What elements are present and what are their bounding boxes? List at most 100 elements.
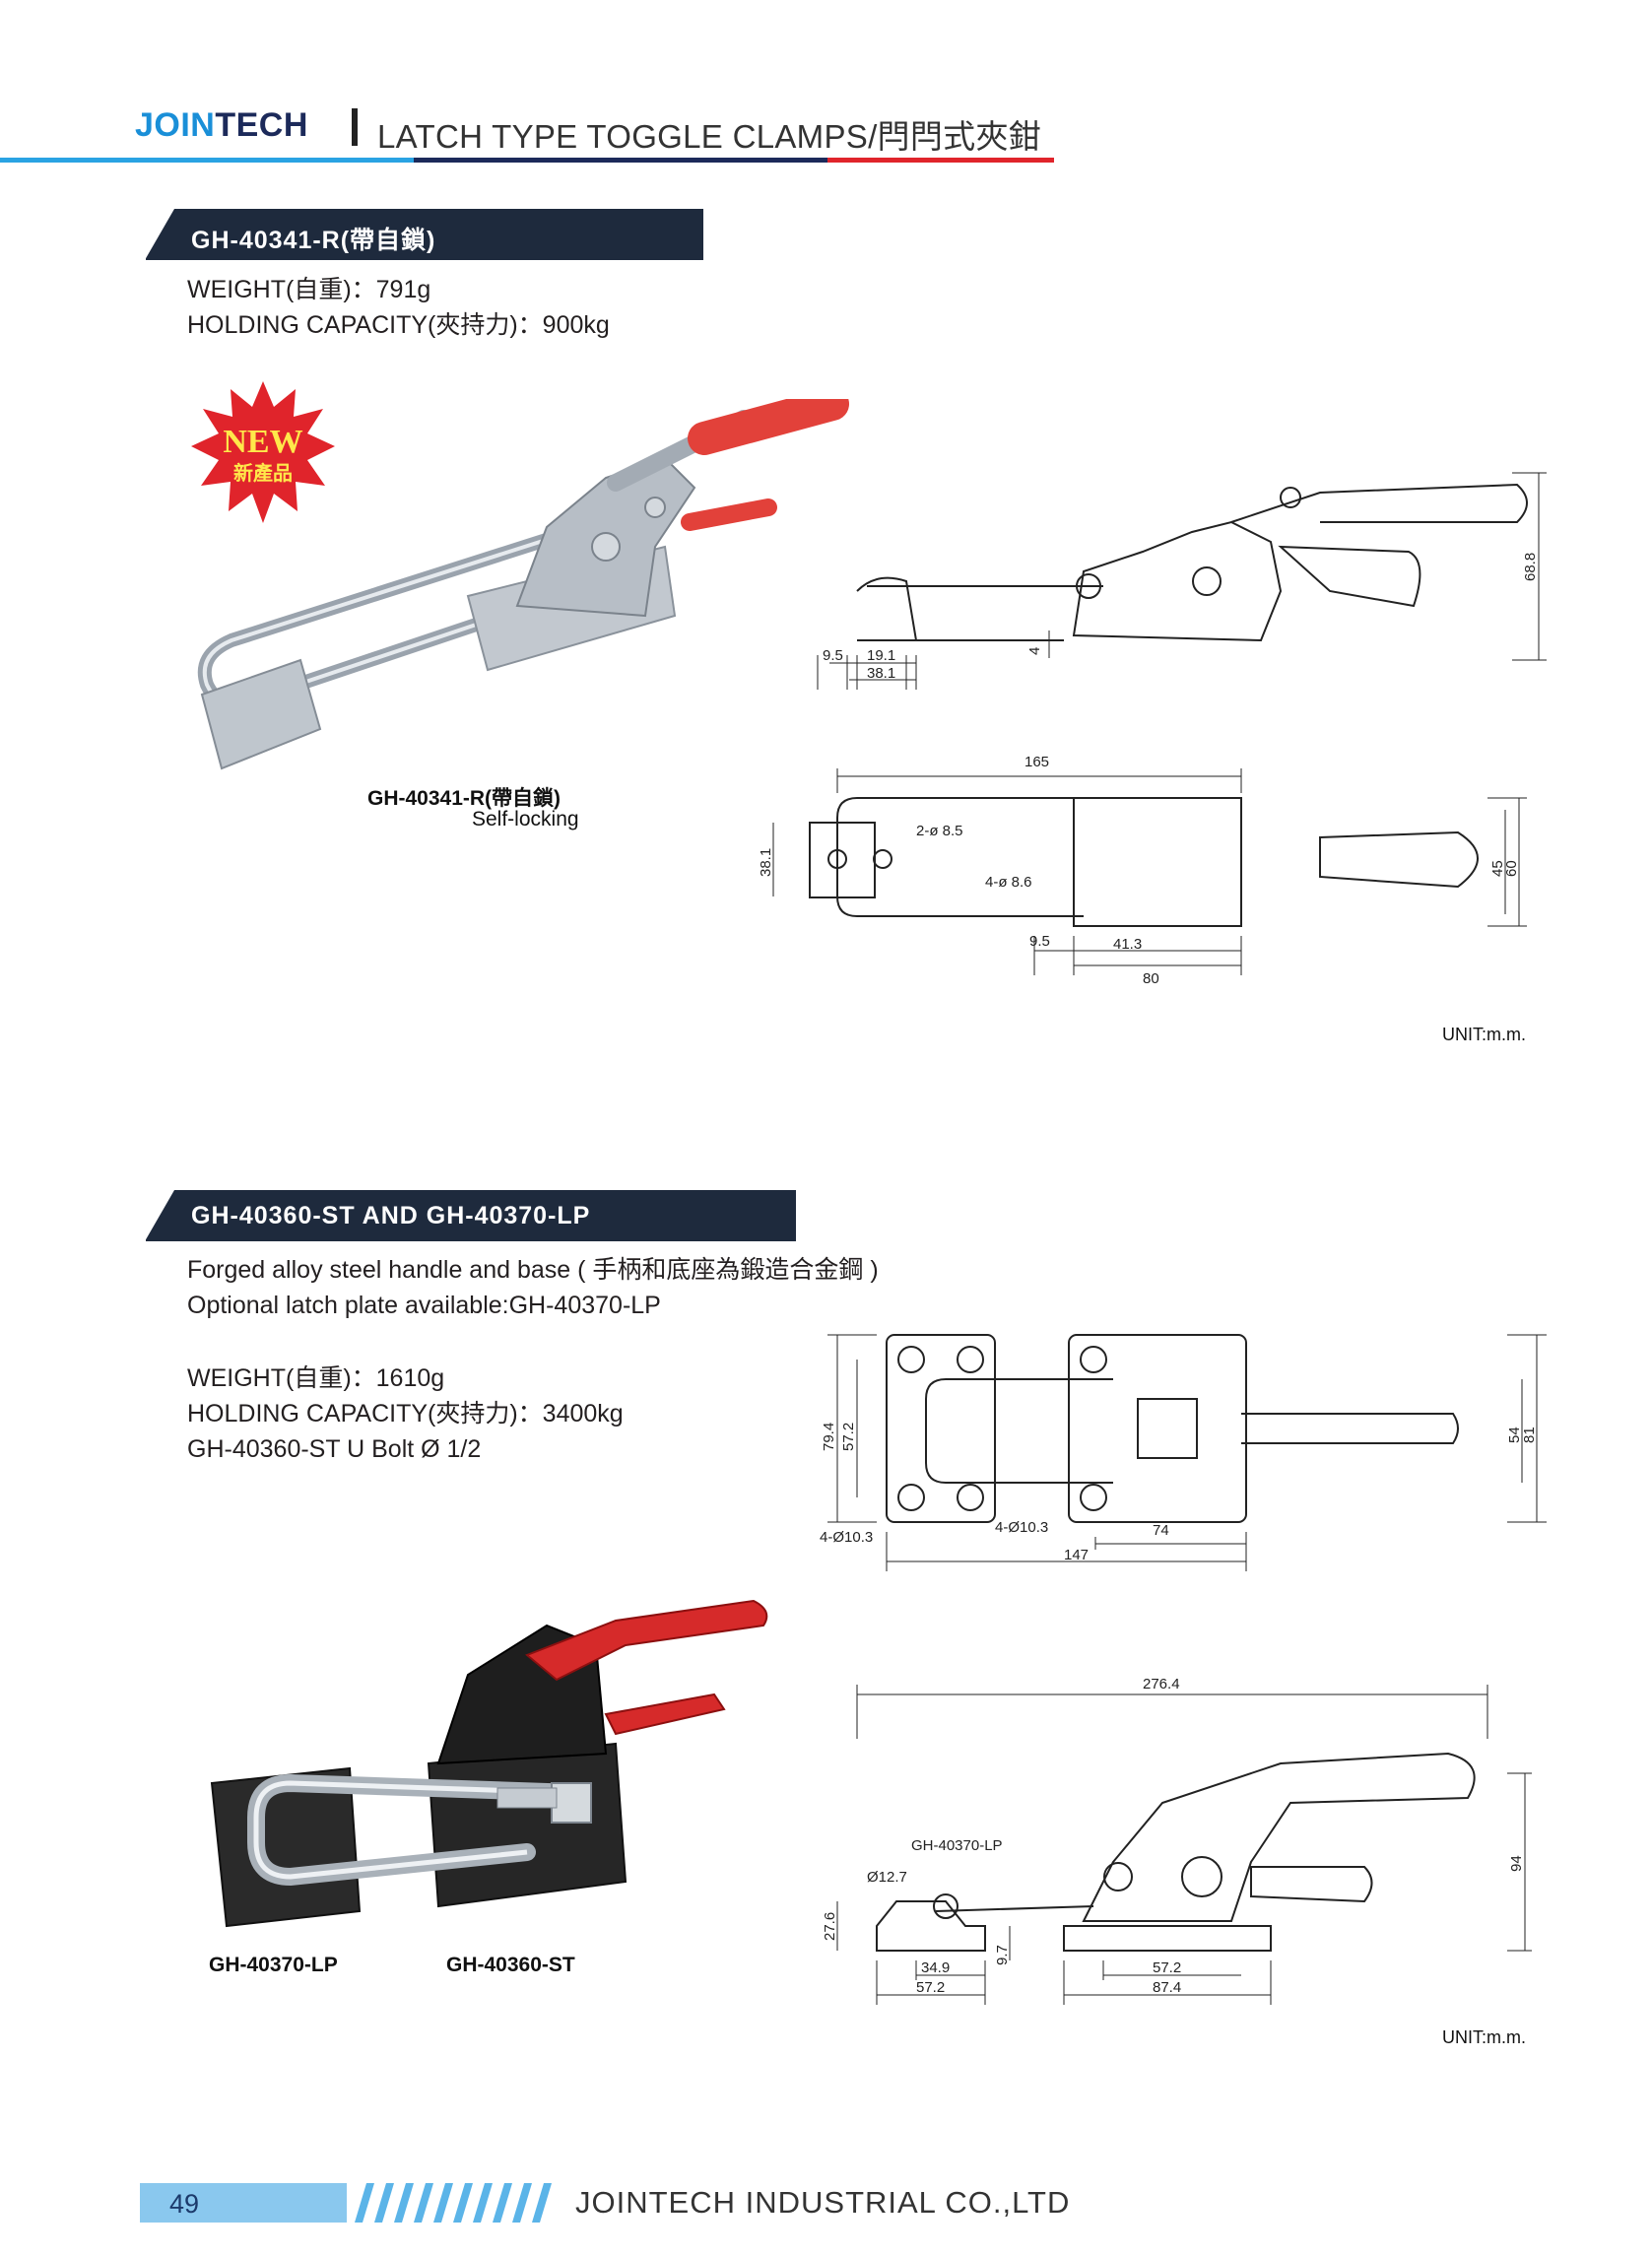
section2-weight: WEIGHT(自重)：1610g: [187, 1364, 445, 1392]
pivot-bolt: [591, 532, 621, 562]
d3-handle: [1241, 1413, 1459, 1444]
d3-latch-plate: [886, 1334, 996, 1523]
d1-dim-d: 4: [1026, 647, 1043, 655]
d1-latch: [856, 576, 917, 641]
footer-page-box: [140, 2183, 347, 2223]
section1-capacity: HOLDING CAPACITY(夾持力)：900kg: [187, 311, 610, 339]
pivot-bolt-2: [644, 497, 666, 518]
d4-body: [1082, 1752, 1476, 1922]
d4-latch: [876, 1900, 986, 1952]
d1-dim-h: 68.8: [1522, 553, 1539, 581]
page-header: JOINTECH LATCH TYPE TOGGLE CLAMPS/閂閂式夾鉗: [0, 106, 1054, 166]
d3-base: [1068, 1334, 1247, 1523]
product-photo-gh40360st: [210, 1599, 768, 1928]
d4-dim-h: 27.6: [822, 1912, 838, 1941]
new-badge-star: [191, 381, 335, 523]
d3-hole-1: [897, 1346, 925, 1373]
d2-dim-d2: 80: [1143, 970, 1159, 987]
d1-dim-c: 38.1: [867, 665, 895, 682]
photo2-caption-st: GH-40360-ST: [446, 1954, 575, 1976]
section2-capacity: HOLDING CAPACITY(夾持力)：3400kg: [187, 1400, 624, 1427]
d4-dim-94: 94: [1508, 1855, 1525, 1872]
d2-dim-hole1: 2-ø 8.5: [916, 823, 963, 839]
new-badge-label: NEW: [223, 424, 302, 460]
product-photo-gh40341r: [197, 399, 849, 770]
d3-u-bolt: [925, 1378, 1113, 1484]
d4-pivot-c: [1181, 1856, 1222, 1897]
d4-dim-dia: Ø12.7: [867, 1869, 907, 1886]
adjust-nut: [551, 1782, 592, 1824]
d4-rod: [935, 1905, 1094, 1912]
d4-lever: [1250, 1866, 1373, 1903]
d4-dim-97: 9.7: [994, 1945, 1011, 1965]
d2-hole-1: [827, 849, 847, 869]
d3-dim-54: 54: [1506, 1427, 1523, 1443]
d3-hole-5: [1080, 1346, 1107, 1373]
d3-dim-hole-a: 4-Ø10.3: [820, 1529, 873, 1546]
section2-ubolt: GH-40360-ST U Bolt Ø 1/2: [187, 1435, 482, 1463]
new-badge: NEW 新產品: [191, 381, 335, 523]
d3-dim-h1: 79.4: [821, 1423, 837, 1451]
d2-u-bolt: [836, 797, 1084, 917]
d4-dim-34: 34.9: [921, 1959, 950, 1976]
handle-red: [525, 1599, 768, 1682]
footer-company: JOINTECH INDUSTRIAL CO.,LTD: [575, 2185, 1071, 2220]
d1-pivot-c: [1280, 487, 1301, 508]
d2-handle: [1319, 830, 1479, 889]
d3-dim-74: 74: [1153, 1522, 1169, 1539]
d2-dim-len: 165: [1024, 754, 1049, 770]
d3-dim-hole-b: 4-Ø10.3: [995, 1519, 1048, 1536]
section1-title-bar: GH-40341-R(帶自鎖): [145, 209, 703, 260]
d4-dim-len: 276.4: [1143, 1676, 1180, 1693]
d2-dim-hole2: 4-ø 8.6: [985, 874, 1032, 891]
drawing1-side-view: 9.5 19.1 38.1 4 68.8: [817, 472, 1547, 690]
drawing2-side-view: 276.4 GH-40370-LP Ø12.7 27.6 34.9 57.2 9…: [822, 1676, 1532, 2005]
section2-desc1: Forged alloy steel handle and base ( 手柄和…: [187, 1256, 879, 1284]
d2-latch-plate: [809, 822, 876, 898]
d2-dim-w: 38.1: [758, 848, 774, 877]
d1-lever: [1278, 545, 1421, 608]
unit-label-2: UNIT:m.m.: [1442, 2027, 1526, 2047]
page-number: 49: [169, 2189, 200, 2219]
drawing1-top-view: 165 2-ø 8.5 4-ø 8.6 38.1 9.5 41.3 80 45 …: [758, 754, 1527, 987]
section2-specs: WEIGHT(自重)：1610g HOLDING CAPACITY(夾持力)：3…: [187, 1361, 624, 1467]
d2-dim-d1: 41.3: [1113, 936, 1142, 953]
photo1-subcaption: Self-locking: [472, 808, 579, 830]
d1-body: [1072, 520, 1283, 642]
header-rule-dark: [414, 158, 827, 163]
section2-title-bar: GH-40360-ST AND GH-40370-LP: [145, 1190, 796, 1241]
d3-hole-4: [957, 1484, 984, 1511]
d1-handle: [1230, 483, 1528, 523]
d2-base: [1073, 797, 1242, 927]
d1-pivot-b: [1192, 566, 1222, 596]
page-title: LATCH TYPE TOGGLE CLAMPS/閂閂式夾鉗: [377, 118, 1042, 155]
lock-lever-grip: [681, 498, 777, 531]
footer-stripes: [355, 2183, 552, 2223]
d3-dim-147: 147: [1064, 1547, 1089, 1563]
d4-dim-plate: GH-40370-LP: [911, 1837, 1003, 1854]
d2-hole-2: [873, 849, 892, 869]
d3-dim-81: 81: [1521, 1427, 1538, 1443]
clamp-handle-grip: [688, 399, 849, 455]
u-bolt-shine: [253, 1780, 577, 1880]
section2-title: GH-40360-ST AND GH-40370-LP: [191, 1202, 591, 1229]
latch-plate: [200, 658, 322, 770]
d1-dim-b: 19.1: [867, 647, 895, 664]
d2-dim-off: 9.5: [1029, 933, 1050, 950]
photo2-caption-lp: GH-40370-LP: [209, 1954, 338, 1976]
d1-dim-a: 9.5: [823, 647, 843, 664]
unit-label-1: UNIT:m.m.: [1442, 1025, 1526, 1044]
d4-dim-57b: 57.2: [1153, 1959, 1181, 1976]
bolt-threads: [496, 1787, 558, 1809]
header-rule-blue: [0, 158, 414, 163]
photo1-caption: GH-40341-R(帶自鎖): [367, 787, 562, 810]
d2-dim-h1: 45: [1489, 860, 1506, 877]
d3-hole-6: [1080, 1484, 1107, 1511]
d4-base: [1063, 1925, 1272, 1952]
brand-logo: JOINTECH: [135, 106, 308, 144]
d3-block: [1137, 1398, 1198, 1459]
section2-desc2: Optional latch plate available:GH-40370-…: [187, 1292, 661, 1319]
section1-specs: WEIGHT(自重)：791g HOLDING CAPACITY(夾持力)：90…: [187, 272, 610, 343]
header-rule-red: [827, 158, 1054, 163]
lever-red: [604, 1693, 726, 1736]
